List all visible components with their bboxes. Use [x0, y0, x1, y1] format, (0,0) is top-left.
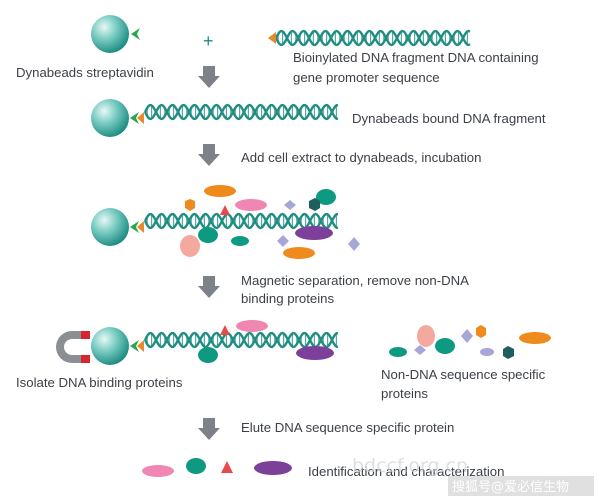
protein-pink: [235, 199, 267, 211]
dynabead-2: [91, 99, 129, 137]
protein-peach: [180, 235, 200, 257]
protein-lavender-ns-2: [414, 345, 426, 355]
dna-strand: [143, 103, 339, 121]
protein-purple-bound: [296, 346, 334, 360]
watermark-brand: 搜狐号@爱必信生物: [452, 480, 569, 495]
protein-red-triangle-eluted: [221, 461, 233, 473]
dynabead-1: [91, 15, 129, 53]
biotin-marker-free: [268, 32, 276, 44]
dynabead-4: [91, 327, 129, 365]
protein-pink-eluted: [142, 465, 174, 477]
biotin-marker-bound: [137, 112, 144, 124]
label-nonspecific-line1: Non-DNA sequence specific: [381, 367, 546, 382]
label-biotinylated-dna-line1: Bioinylated DNA fragment DNA containing: [293, 50, 539, 65]
dna-strand: [143, 331, 339, 349]
dna-strand: [143, 331, 339, 349]
streptavidin-marker-2: [130, 112, 139, 124]
step-arrow-icon: [198, 144, 220, 166]
dna-strand: [143, 212, 339, 230]
streptavidin-marker-3: [130, 221, 139, 233]
protein-teal-ns-2: [435, 338, 455, 354]
step-arrows: [198, 66, 220, 440]
label-nonspecific-line2: proteins: [381, 386, 428, 401]
protein-teal-small: [231, 236, 249, 246]
protein-purple: [295, 226, 333, 240]
proteins-eluted: [142, 458, 292, 477]
label-elute: Elute DNA sequence specific protein: [241, 420, 454, 435]
protein-orange-ns: [519, 332, 551, 344]
protein-red-triangle: [220, 205, 230, 215]
protein-lavender-diamond-3: [348, 237, 360, 251]
protein-pink-bound: [236, 320, 268, 332]
protein-teal-eluted: [186, 458, 206, 474]
protein-teal-ns: [389, 347, 407, 357]
protein-orange: [204, 185, 236, 197]
proteins-nonspecific: [389, 325, 551, 359]
step-arrow-icon: [198, 66, 220, 88]
watermark-site: bdccf.org.cn: [352, 455, 468, 477]
streptavidin-marker-4: [130, 340, 139, 352]
protein-red-triangle-bound: [220, 325, 230, 335]
streptavidin-marker-1: [131, 28, 140, 40]
protein-teal-2: [198, 227, 218, 243]
dna-fragment-isolated: [143, 331, 339, 349]
biotin-marker-isolate: [137, 340, 144, 352]
label-step-magnetic-line1: Magnetic separation, remove non-DNA: [241, 273, 469, 288]
label-step-magnetic-line2: binding proteins: [241, 291, 335, 306]
dynabead-3: [91, 208, 129, 246]
dna-fragment-free: [274, 29, 471, 47]
dna-fragment-incubation: [143, 212, 339, 230]
protein-teal: [316, 189, 336, 205]
step-arrow-icon: [198, 418, 220, 440]
label-isolate: Isolate DNA binding proteins: [16, 375, 183, 390]
dna-fragment-bound: [143, 103, 339, 121]
biotin-marker-incub: [137, 221, 144, 233]
protein-lavender-diamond: [284, 200, 296, 210]
protein-dark-hex-ns: [503, 346, 514, 359]
protein-lavender-ns: [461, 329, 473, 343]
step-arrow-icon: [198, 276, 220, 298]
proteins-bound: [198, 320, 334, 363]
protein-orange-2: [283, 247, 315, 259]
protein-peach-ns: [417, 325, 435, 347]
label-step-extract: Add cell extract to dynabeads, incubatio…: [241, 150, 481, 165]
proteins-incubation: [180, 185, 360, 259]
protein-lavender-diamond-2: [277, 235, 289, 247]
protein-orange-hex: [185, 199, 195, 211]
label-dynabeads-bound: Dynabeads bound DNA fragment: [352, 111, 546, 126]
protein-purple-eluted: [254, 461, 292, 475]
label-dynabeads-streptavidin: Dynabeads streptavidin: [16, 65, 154, 80]
protein-teal-bound: [198, 347, 218, 363]
plus-sign: +: [203, 31, 214, 51]
protein-lavender-ns-3: [480, 348, 494, 356]
protein-orange-hex-ns: [476, 325, 486, 338]
watermark-brand-bg: [448, 476, 594, 496]
dna-strand: [143, 103, 339, 121]
label-biotinylated-dna-line2: gene promoter sequence: [293, 70, 440, 85]
label-identification: Identification and characterization: [308, 464, 504, 479]
magnet-icon: [56, 331, 90, 363]
protein-dark-hex: [309, 198, 320, 211]
dna-strand: [274, 29, 471, 47]
